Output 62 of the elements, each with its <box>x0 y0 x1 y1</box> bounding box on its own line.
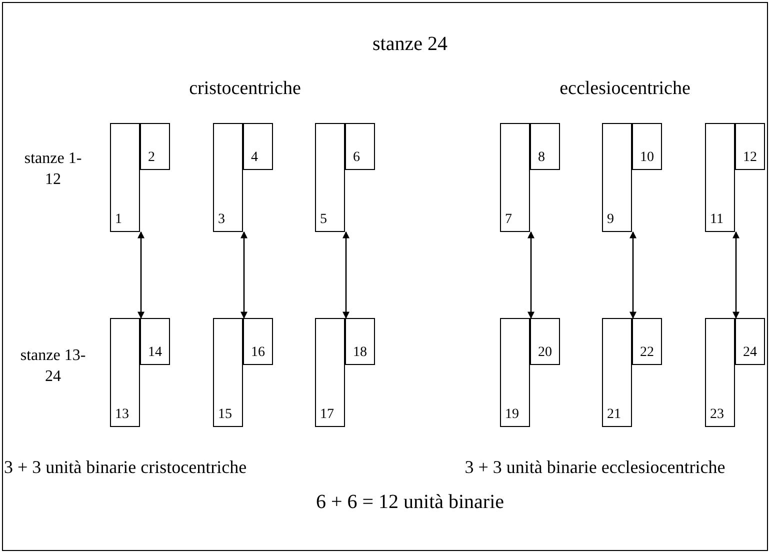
double-arrow <box>732 231 740 319</box>
tall-rectangle <box>500 123 530 232</box>
room-number: 12 <box>743 150 757 166</box>
short-rectangle <box>140 318 170 365</box>
room-number: 18 <box>353 345 367 361</box>
double-arrow <box>240 231 248 319</box>
room-number: 2 <box>148 150 155 166</box>
room-number: 14 <box>148 345 162 361</box>
tall-rectangle <box>705 318 735 427</box>
tall-rectangle <box>110 123 140 232</box>
room-number: 16 <box>251 345 265 361</box>
tall-rectangle <box>602 318 632 427</box>
group-heading: cristocentriche <box>188 78 302 99</box>
room-number: 23 <box>710 407 724 423</box>
room-number: 13 <box>115 407 129 423</box>
summary-text: 3 + 3 unità binarie ecclesiocentriche <box>464 457 726 478</box>
title: stanze 24 <box>372 34 448 55</box>
room-number: 1 <box>115 212 122 228</box>
short-rectangle <box>345 318 375 365</box>
double-arrow <box>138 231 144 319</box>
group-heading: ecclesiocentriche <box>558 78 692 99</box>
room-number: 11 <box>710 212 724 228</box>
short-rectangle <box>632 318 662 365</box>
room-number: 19 <box>505 407 519 423</box>
short-rectangle <box>530 123 560 170</box>
short-rectangle <box>345 123 375 170</box>
short-rectangle <box>243 123 273 170</box>
double-arrow <box>342 231 350 319</box>
room-number: 6 <box>353 150 360 166</box>
room-number: 4 <box>251 150 258 166</box>
room-number: 8 <box>538 150 545 166</box>
double-arrow <box>528 231 534 319</box>
room-number: 15 <box>218 407 232 423</box>
tall-rectangle <box>705 123 735 232</box>
double-arrow <box>630 231 636 319</box>
short-rectangle <box>735 318 765 365</box>
room-number: 5 <box>320 212 327 228</box>
short-rectangle <box>530 318 560 365</box>
tall-rectangle <box>315 318 345 427</box>
tall-rectangle <box>213 123 243 232</box>
short-rectangle <box>735 123 765 170</box>
room-number: 20 <box>538 345 552 361</box>
room-number: 10 <box>640 150 654 166</box>
tall-rectangle <box>315 123 345 232</box>
tall-rectangle <box>110 318 140 427</box>
row-label: stanze 1-12 <box>23 149 83 190</box>
short-rectangle <box>243 318 273 365</box>
short-rectangle <box>632 123 662 170</box>
tall-rectangle <box>602 123 632 232</box>
short-rectangle <box>140 123 170 170</box>
room-number: 3 <box>218 212 225 228</box>
room-number: 24 <box>743 345 757 361</box>
row-label: stanze 13-24 <box>19 346 87 387</box>
room-number: 9 <box>607 212 614 228</box>
tall-rectangle <box>500 318 530 427</box>
total-text: 6 + 6 = 12 unità binarie <box>314 492 506 513</box>
room-number: 17 <box>320 407 334 423</box>
room-number: 21 <box>607 407 621 423</box>
tall-rectangle <box>213 318 243 427</box>
room-number: 7 <box>505 212 512 228</box>
room-number: 22 <box>640 345 654 361</box>
summary-text: 3 + 3 unità binarie cristocentriche <box>4 457 248 478</box>
